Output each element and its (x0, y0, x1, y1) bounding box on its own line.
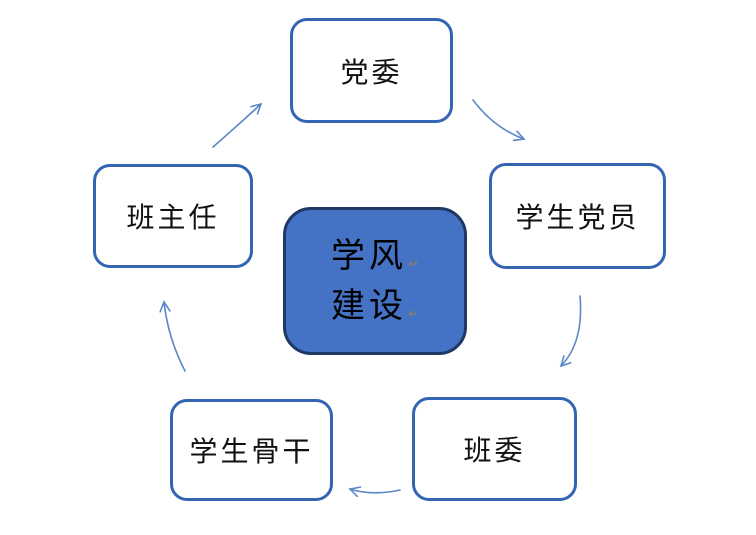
paragraph-mark-icon: ↵ (408, 307, 419, 322)
arrow-head-teacher-to-party-committee (212, 104, 261, 148)
node-student-backbone-label: 学生骨干 (189, 435, 314, 468)
node-class-committee: 班委 (412, 397, 577, 501)
node-head-teacher-label: 班主任 (126, 201, 220, 234)
node-student-backbone: 学生骨干 (170, 399, 333, 501)
node-head-teacher: 班主任 (93, 164, 253, 268)
paragraph-mark-icon: ↵ (408, 257, 419, 272)
arrow-student-backbone-to-head-teacher (164, 302, 186, 372)
arrow-student-party-members-to-class-committee (561, 295, 582, 366)
node-student-party-members: 学生党员 (489, 163, 666, 269)
arrow-class-committee-to-student-backbone (350, 489, 401, 493)
arrow-party-committee-to-student-party-members (472, 99, 524, 139)
center-topic-text-1: 学风 (331, 236, 408, 276)
node-party-committee: 党委 (290, 18, 453, 123)
node-party-committee-label: 党委 (340, 55, 403, 89)
center-topic-text-2: 建设 (331, 286, 408, 326)
center-topic-line-1: 学风 ↵ (331, 239, 419, 273)
center-topic: 学风 ↵ 建设 ↵ (283, 207, 467, 355)
node-class-committee-label: 班委 (463, 434, 526, 467)
center-topic-line-2: 建设 ↵ (331, 289, 419, 323)
node-student-party-members-label: 学生党员 (515, 201, 640, 234)
